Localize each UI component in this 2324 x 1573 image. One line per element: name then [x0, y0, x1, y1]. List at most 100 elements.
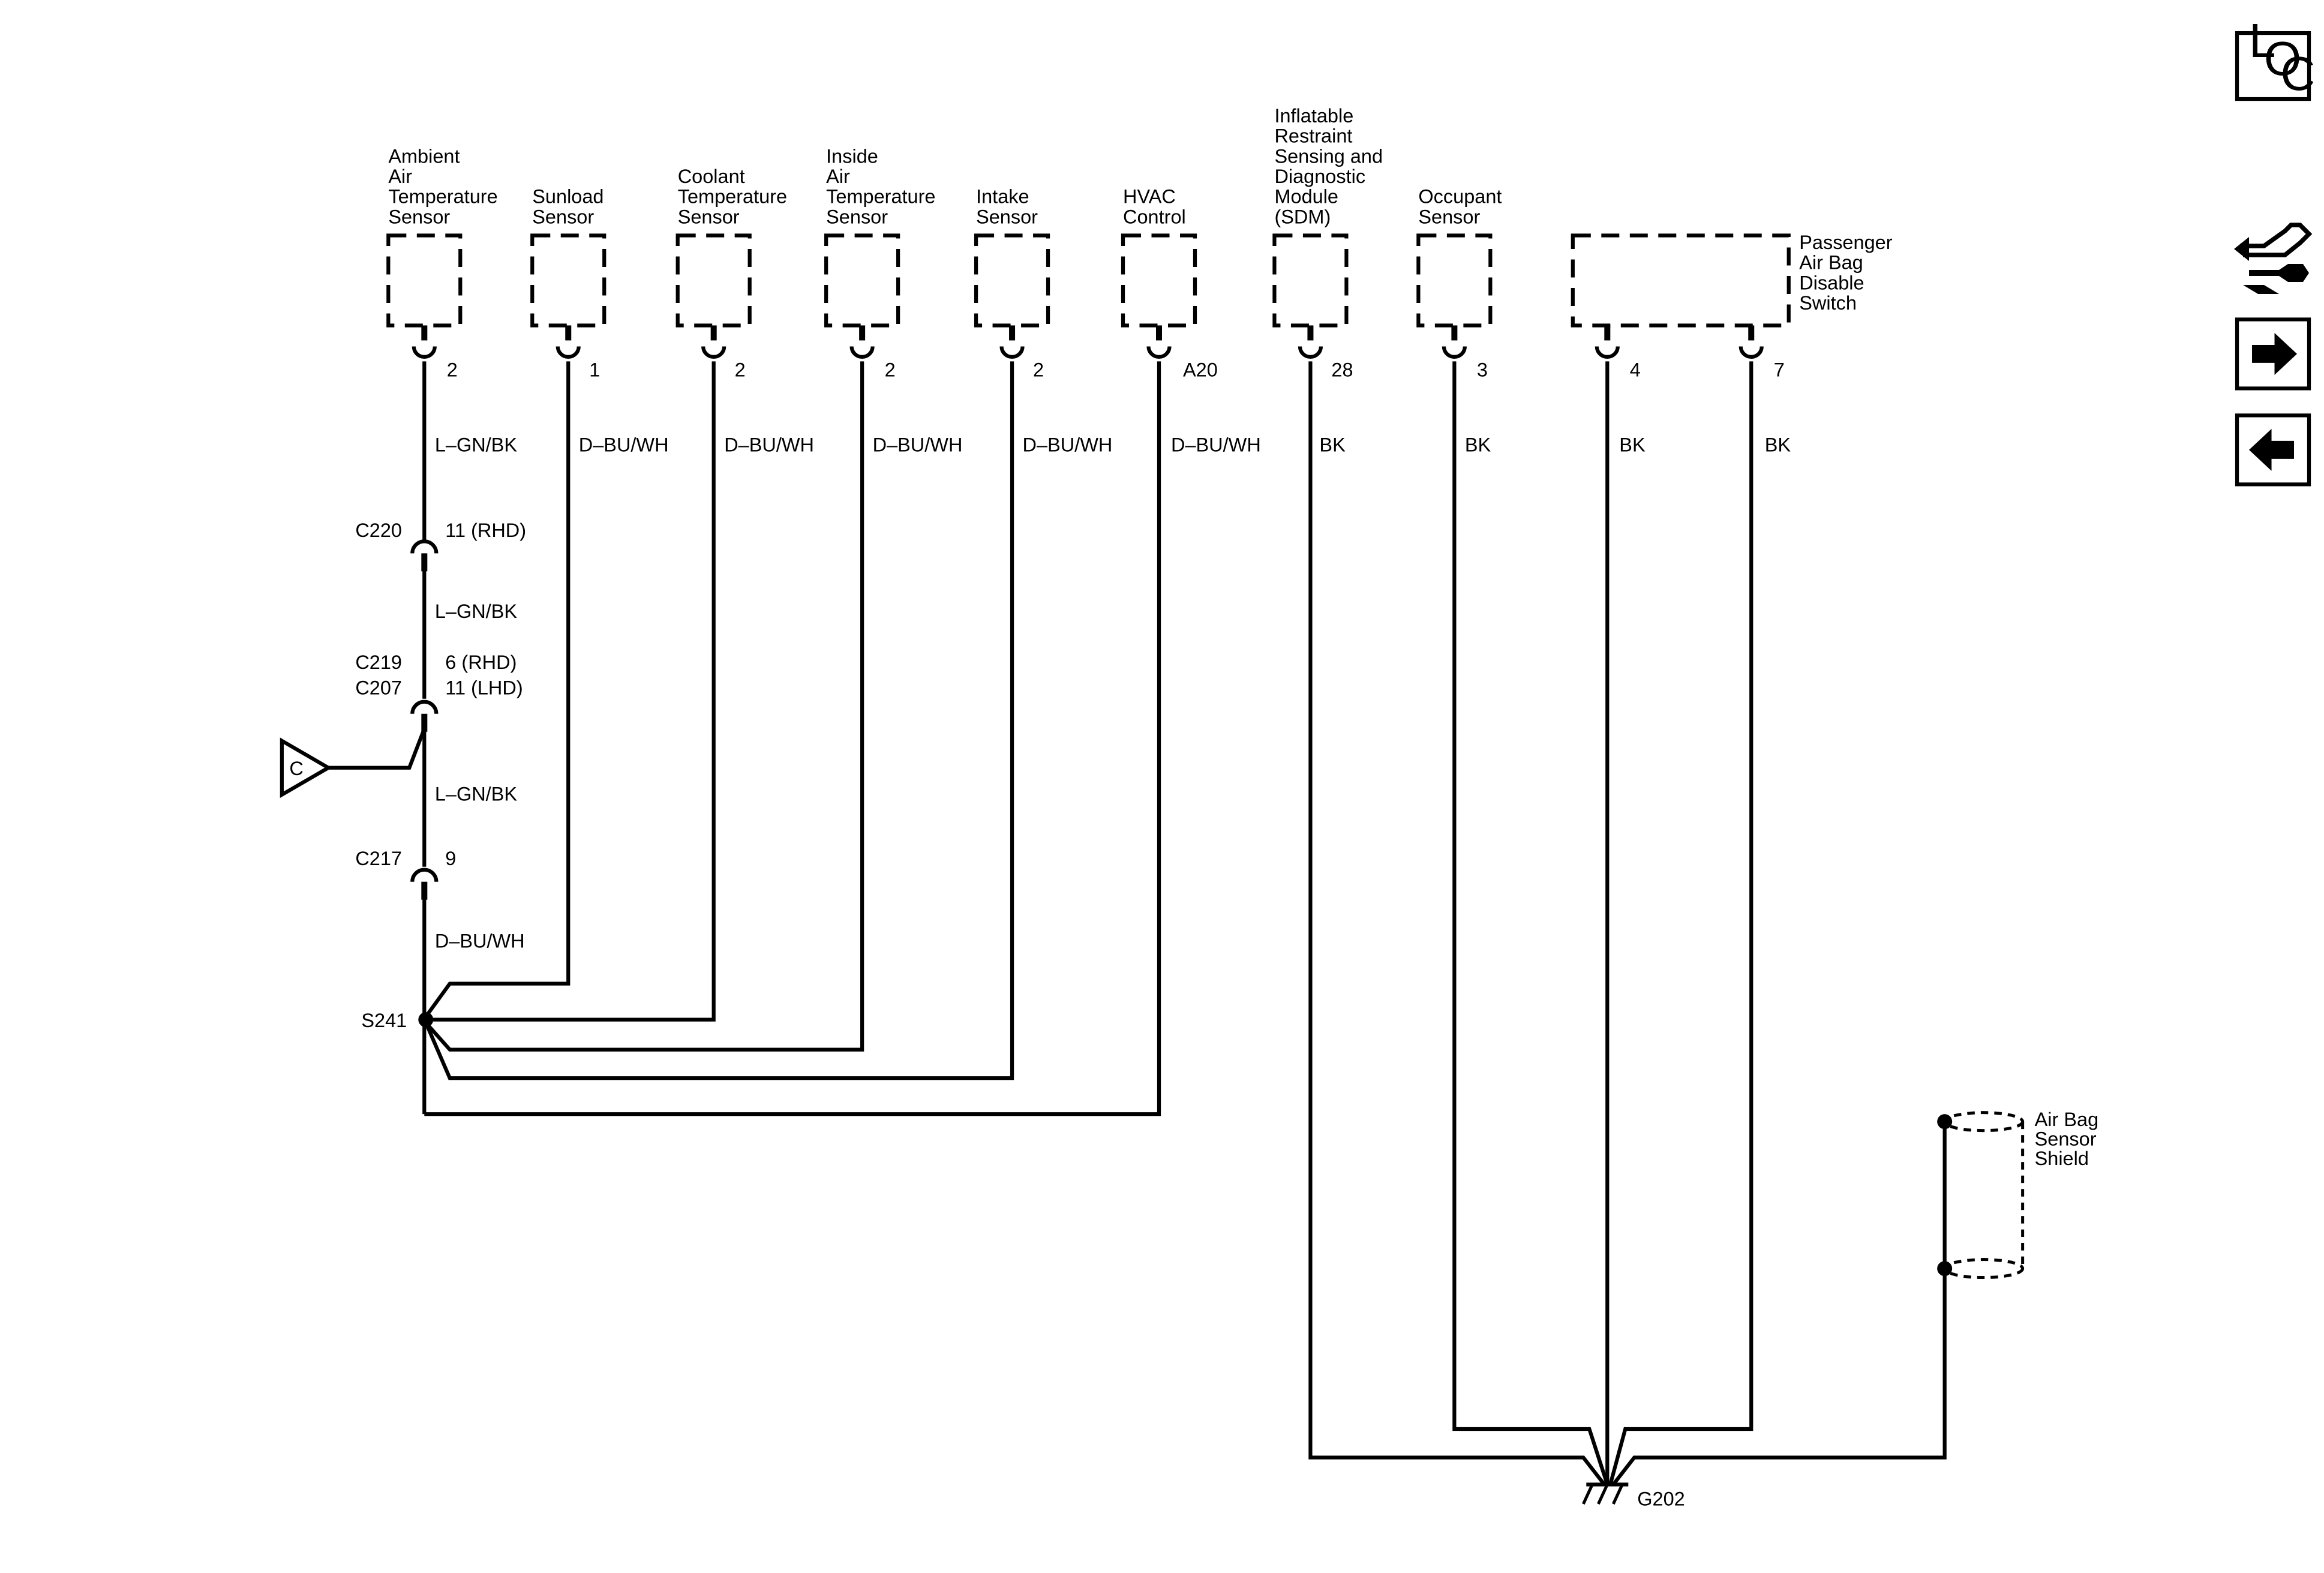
coolant-box	[675, 233, 752, 328]
sdm-pin-socket	[1298, 346, 1323, 359]
connector-c220: C220	[355, 520, 402, 541]
inside-label-line: Air	[826, 166, 850, 187]
connector-c207-pin: 11 (LHD)	[445, 677, 523, 698]
previous-page-button[interactable]	[2235, 413, 2311, 487]
arrow-right-icon	[2252, 332, 2298, 375]
inside-pin: 2	[885, 359, 896, 380]
coolant-pin-socket	[701, 346, 726, 359]
ambient-label-line: Sensor	[388, 206, 450, 227]
occupant-box	[1416, 233, 1493, 328]
splice-s241: S241	[361, 1010, 434, 1031]
connector-c219-pin: 6 (RHD)	[445, 652, 517, 673]
loc-letter-l: L	[2249, 14, 2275, 67]
occupant-pin-stub	[1451, 325, 1458, 341]
hvac-label-line: HVAC	[1123, 186, 1176, 208]
intake-label-line: Intake	[976, 186, 1029, 208]
offpage-connector-c[interactable]: C	[280, 737, 332, 798]
intake-box	[974, 233, 1050, 328]
passenger-switch-pin-socket	[1739, 346, 1764, 359]
wire-label-ambient-3: L–GN/BK	[435, 784, 518, 805]
inside-label-line: Inside	[826, 145, 878, 167]
sunload-pin-socket	[556, 346, 581, 359]
passenger-switch-label-line: Air Bag	[1799, 252, 1863, 274]
sdm-label-line: Sensing and	[1274, 145, 1383, 167]
coolant-label-line: Coolant	[678, 166, 745, 187]
coolant-pin-stub	[710, 325, 717, 341]
sdm-label-line: Diagnostic	[1274, 166, 1365, 187]
ambient-pin-socket	[412, 346, 437, 359]
wire-label-ambient-1: L–GN/BK	[435, 434, 518, 455]
connector-c217: C217	[355, 848, 402, 869]
hvac-label-line: Control	[1123, 206, 1186, 227]
sdm-label-line: Restraint	[1274, 125, 1352, 147]
occupant-wire-color: BK	[1465, 434, 1491, 455]
inside-pin-socket	[849, 346, 875, 359]
ambient-pin-stub	[421, 325, 428, 341]
coolant-label-line: Temperature	[678, 186, 787, 208]
sunload-pin: 1	[589, 359, 600, 380]
inside-wire-color: D–BU/WH	[873, 434, 963, 455]
connector-c207: C207	[355, 677, 402, 698]
intake-pin-socket	[999, 346, 1025, 359]
passenger-switch-pin-stub	[1604, 325, 1611, 341]
intake-label-line: Sensor	[976, 206, 1038, 227]
components: AmbientAirTemperatureSensor2SunloadSenso…	[386, 105, 1893, 455]
hvac-pin: A20	[1183, 359, 1218, 380]
inside-pin-stub	[859, 325, 866, 341]
occupant-label-line: Occupant	[1418, 186, 1502, 208]
loc-letter-o: O	[2264, 32, 2301, 85]
passenger-switch-pin-socket	[1595, 346, 1620, 359]
loc-letter-c: C	[2281, 47, 2316, 100]
hvac-wire-color: D–BU/WH	[1171, 434, 1261, 455]
inline-connectors	[410, 539, 439, 900]
hvac-pin-socket	[1146, 346, 1172, 359]
intake-pin-stub	[1009, 325, 1016, 341]
sdm-box	[1272, 233, 1349, 328]
inside-box	[824, 233, 900, 328]
passenger-switch-label-line: Passenger	[1799, 232, 1892, 253]
sunload-box	[530, 233, 606, 328]
air-bag-sensor-shield: Air Bag Sensor Shield	[1937, 1109, 2099, 1280]
offpage-connector-label: C	[289, 758, 303, 779]
loc-button[interactable]: L O C	[2235, 14, 2316, 101]
sunload-pin-stub	[565, 325, 572, 341]
passenger-switch-pin: 7	[1774, 359, 1785, 380]
arrow-left-icon	[2249, 428, 2295, 471]
coolant-wire-color: D–BU/WH	[724, 434, 814, 455]
occupant-pin-socket	[1442, 346, 1467, 359]
sdm-label-line: (SDM)	[1274, 206, 1331, 227]
coolant-label-line: Sensor	[678, 206, 740, 227]
next-page-button[interactable]	[2235, 317, 2311, 391]
repair-procedures-icon[interactable]	[2234, 223, 2313, 294]
sdm-label-line: Module	[1274, 186, 1338, 208]
coolant-pin: 2	[735, 359, 746, 380]
passenger-switch-label-line: Disable	[1799, 272, 1864, 293]
sdm-label-line: Inflatable	[1274, 105, 1353, 127]
shield-label-1: Air Bag	[2035, 1109, 2099, 1130]
wire-label-ambient-2: L–GN/BK	[435, 601, 518, 622]
passenger-switch-wire-color: BK	[1765, 434, 1791, 455]
occupant-label-line: Sensor	[1418, 206, 1480, 227]
ambient-label-line: Temperature	[388, 186, 497, 208]
wires	[328, 361, 1947, 1486]
hvac-pin-stub	[1156, 325, 1162, 341]
passenger-switch-wire-color: BK	[1619, 434, 1646, 455]
connector-c219: C219	[355, 652, 402, 673]
shield-label-3: Shield	[2035, 1148, 2089, 1169]
sunload-wire-color: D–BU/WH	[579, 434, 669, 455]
passenger-switch-label-line: Switch	[1799, 292, 1857, 314]
ambient-box	[386, 233, 463, 328]
connector-labels: C220 11 (RHD) C219 6 (RHD) C207 11 (LHD)…	[355, 434, 526, 951]
sdm-wire-color: BK	[1319, 434, 1346, 455]
ground-label: G202	[1637, 1488, 1685, 1509]
hvac-box	[1121, 233, 1197, 328]
ground-g202: G202	[1582, 1482, 1685, 1509]
intake-wire-color: D–BU/WH	[1023, 434, 1113, 455]
passenger-switch-pin-stub	[1748, 325, 1755, 341]
inside-label-line: Temperature	[826, 186, 935, 208]
connector-c217-pin: 9	[445, 848, 456, 869]
sdm-pin: 28	[1331, 359, 1353, 380]
ambient-label-line: Air	[388, 166, 412, 187]
intake-pin: 2	[1033, 359, 1044, 380]
